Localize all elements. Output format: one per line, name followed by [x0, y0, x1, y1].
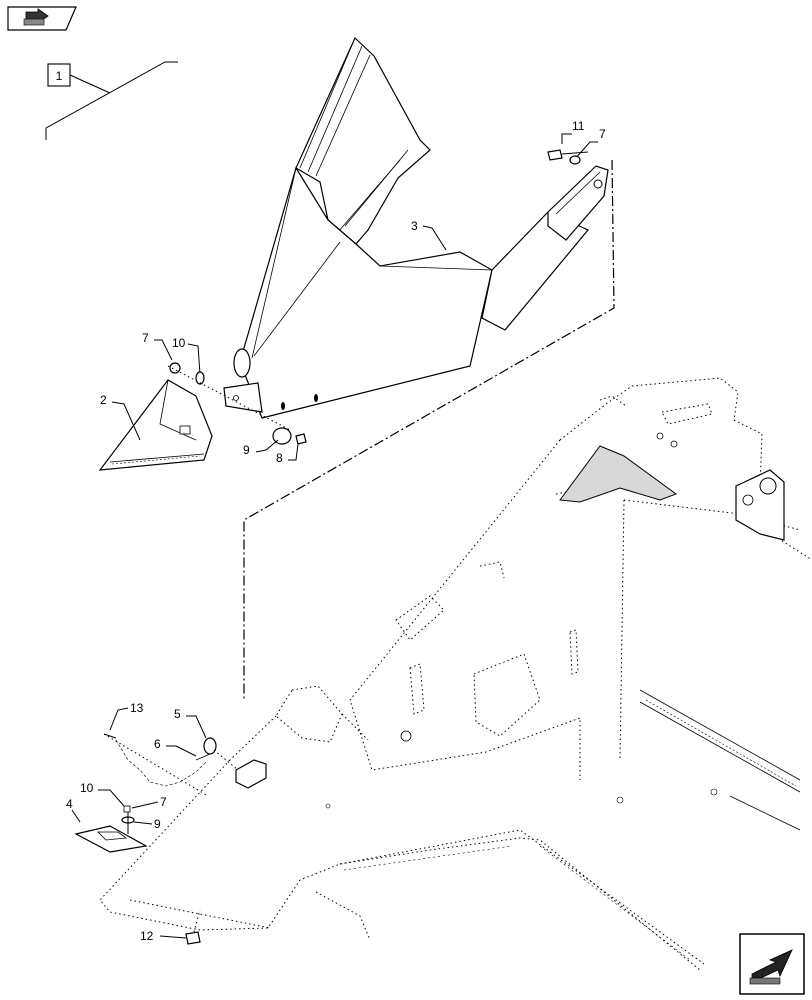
- next-page-arrow-icon[interactable]: [739, 933, 805, 995]
- callout-1-group: 1: [45, 61, 178, 140]
- header-frame: [99, 377, 812, 971]
- navigation-arrow-icon[interactable]: [7, 6, 77, 31]
- divider-snout: [223, 36, 609, 419]
- fasteners-7-10: 7 10: [142, 331, 291, 431]
- skid-shoe-assembly: 10 7 9 4: [66, 781, 167, 853]
- callout-10-left: 10: [172, 336, 186, 350]
- chain-assembly: 13 5 6: [103, 701, 267, 797]
- callout-11: 11: [572, 119, 585, 133]
- callout-7-top: 7: [599, 127, 606, 141]
- callouts-11-7: 11 7: [547, 119, 606, 165]
- callout-6: 6: [154, 737, 161, 751]
- callout-3: 3: [411, 219, 418, 233]
- callout-9-bottom: 9: [154, 817, 161, 831]
- callout-10-left-bottom: 10: [80, 781, 94, 795]
- callout-8: 8: [276, 451, 283, 465]
- divider-point-tip: [98, 379, 213, 471]
- callout-7-bottom: 7: [160, 795, 167, 809]
- callout-9-top: 9: [243, 443, 250, 457]
- bolt-12: 12: [140, 909, 201, 945]
- callout-5: 5: [174, 707, 181, 721]
- callout-12: 12: [140, 929, 154, 943]
- callout-4: 4: [66, 797, 73, 811]
- callout-13: 13: [130, 701, 144, 715]
- callout-1: 1: [56, 69, 63, 83]
- callout-2: 2: [100, 393, 107, 407]
- callout-7-left: 7: [142, 331, 149, 345]
- fasteners-9-8: 9 8: [243, 427, 307, 465]
